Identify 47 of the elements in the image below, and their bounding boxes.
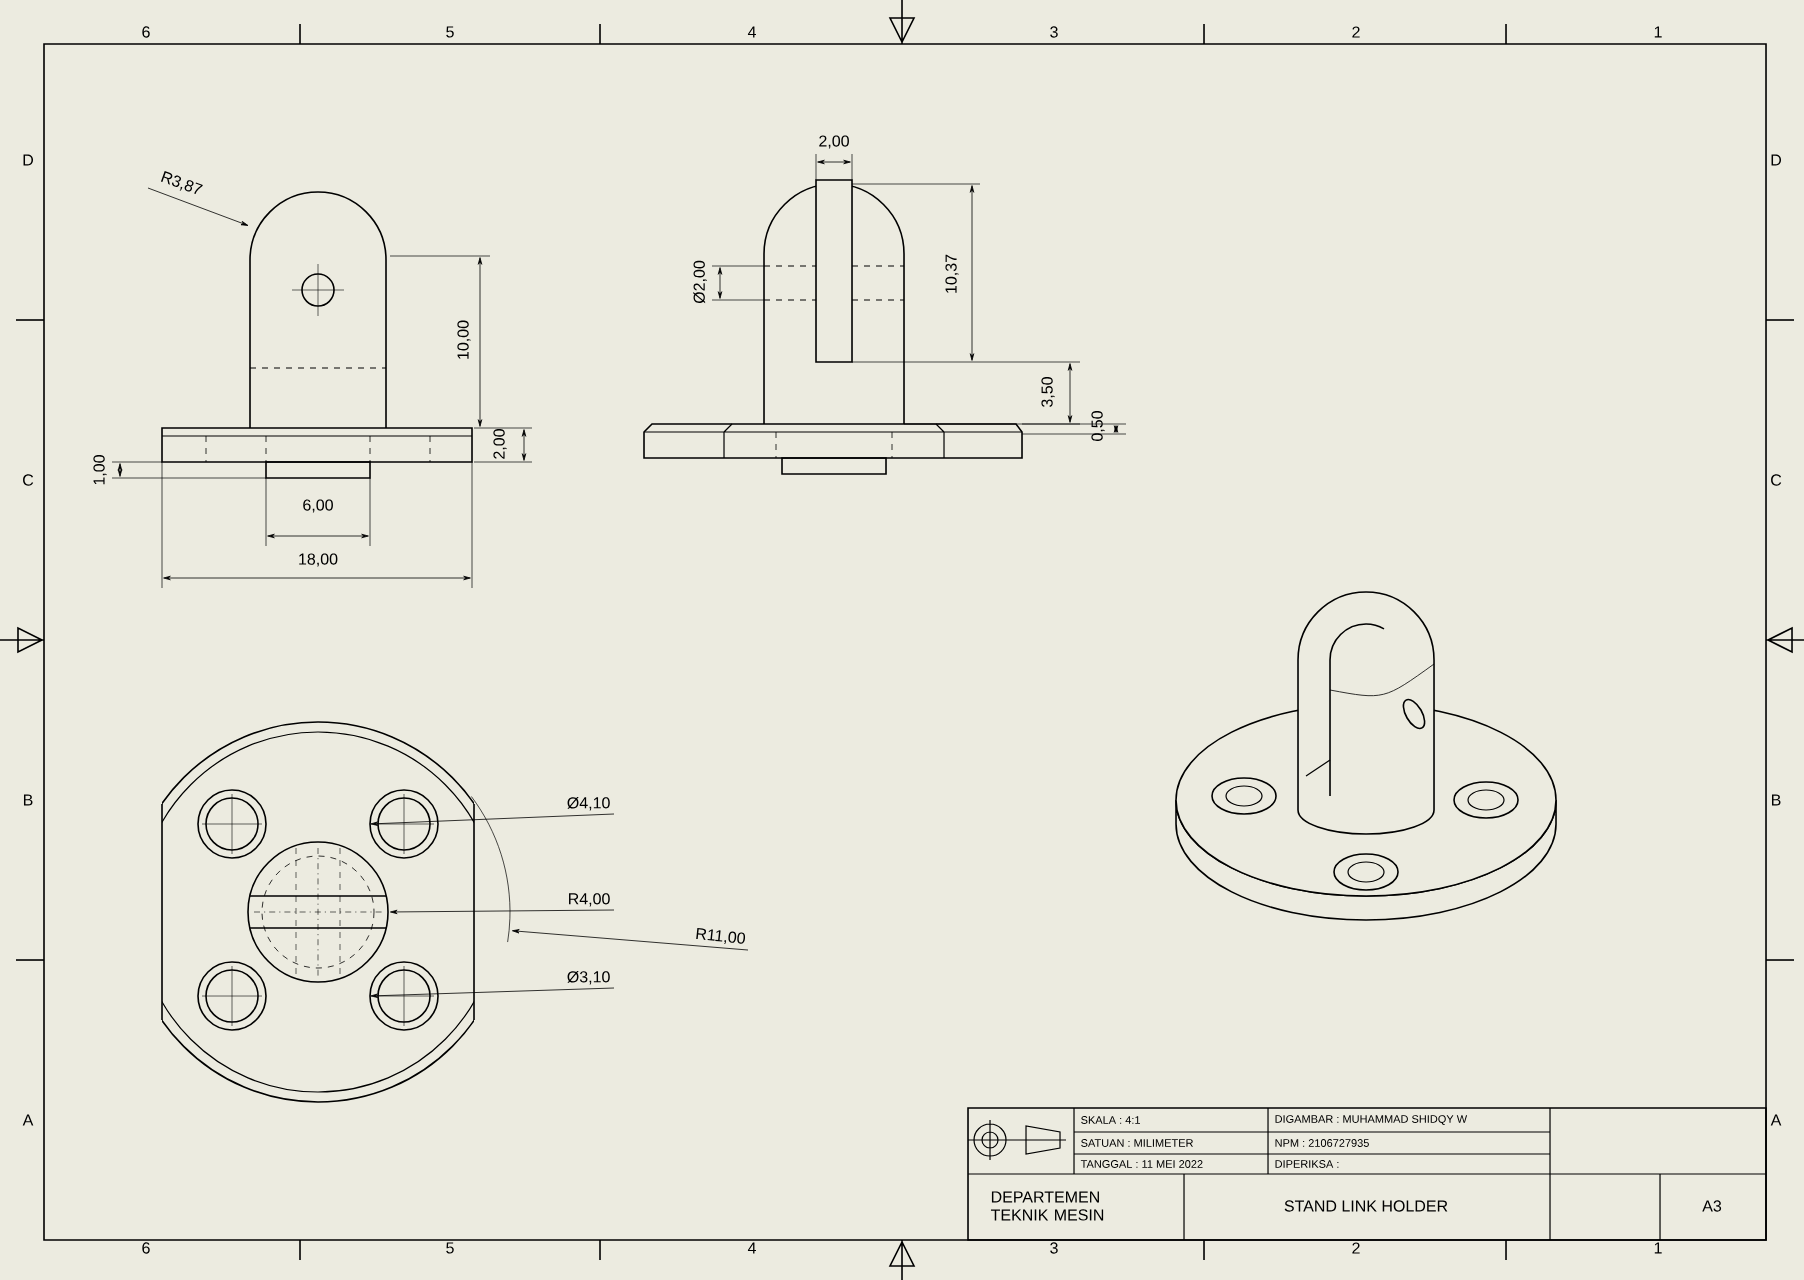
dimension-text: 0,50 (1091, 411, 1105, 441)
center-boss (247, 841, 389, 983)
zone-label: 5 (446, 26, 454, 38)
dimension-text: R11,00 (696, 927, 746, 944)
tab-outline (249, 191, 387, 261)
leader-line (147, 187, 249, 226)
dimension-text: Ø3,10 (567, 970, 610, 985)
dimension-text: R4,00 (569, 893, 610, 907)
zone-label: A (1770, 1114, 1782, 1126)
dimension-text: R3,87 (160, 171, 203, 194)
zone-label: 4 (747, 1242, 756, 1254)
dimension-text: 1,00 (93, 455, 107, 485)
dimension-text: 10,37 (945, 254, 959, 293)
dimension-text: 6,00 (303, 499, 333, 513)
dimension-text: 18,00 (299, 553, 338, 567)
leader-line (370, 987, 615, 998)
mounting-hole (369, 961, 439, 1031)
dimension-text: Ø4,10 (567, 796, 610, 811)
zone-label: 2 (1352, 1242, 1360, 1254)
leader-line (390, 909, 615, 915)
zone-label: D (23, 154, 33, 166)
zone-label: C (23, 474, 34, 486)
zone-label: 6 (142, 1242, 150, 1254)
title-block-text: A3 (1702, 1200, 1722, 1212)
dimension-text: Ø2,00 (693, 260, 707, 304)
zone-label: D (1771, 154, 1782, 166)
zone-label: C (1771, 474, 1782, 486)
zone-label: 3 (1050, 26, 1058, 38)
zone-label: B (1772, 794, 1781, 806)
leader-line (512, 929, 749, 951)
drawing-title: STAND LINK HOLDER (1284, 1200, 1448, 1212)
mounting-hole (369, 789, 439, 859)
title-block-text: DEPARTEMEN TEKNIK MESIN (990, 1191, 1104, 1221)
zone-label: 1 (1654, 26, 1662, 38)
zone-label: 1 (1654, 1242, 1662, 1254)
zone-label: 2 (1352, 26, 1360, 38)
zone-label: 6 (142, 26, 150, 38)
zone-label: 3 (1050, 1242, 1058, 1254)
zone-label: 5 (446, 1242, 454, 1254)
zone-label: B (24, 794, 33, 806)
leader-line (370, 813, 615, 826)
zone-label: 4 (747, 26, 756, 38)
zone-label: A (22, 1114, 34, 1126)
dimension-text: 2,00 (819, 135, 849, 149)
dimension-text: 2,00 (493, 429, 507, 459)
dimension-text: 10,00 (457, 320, 471, 359)
dimension-text: 3,50 (1041, 377, 1055, 407)
